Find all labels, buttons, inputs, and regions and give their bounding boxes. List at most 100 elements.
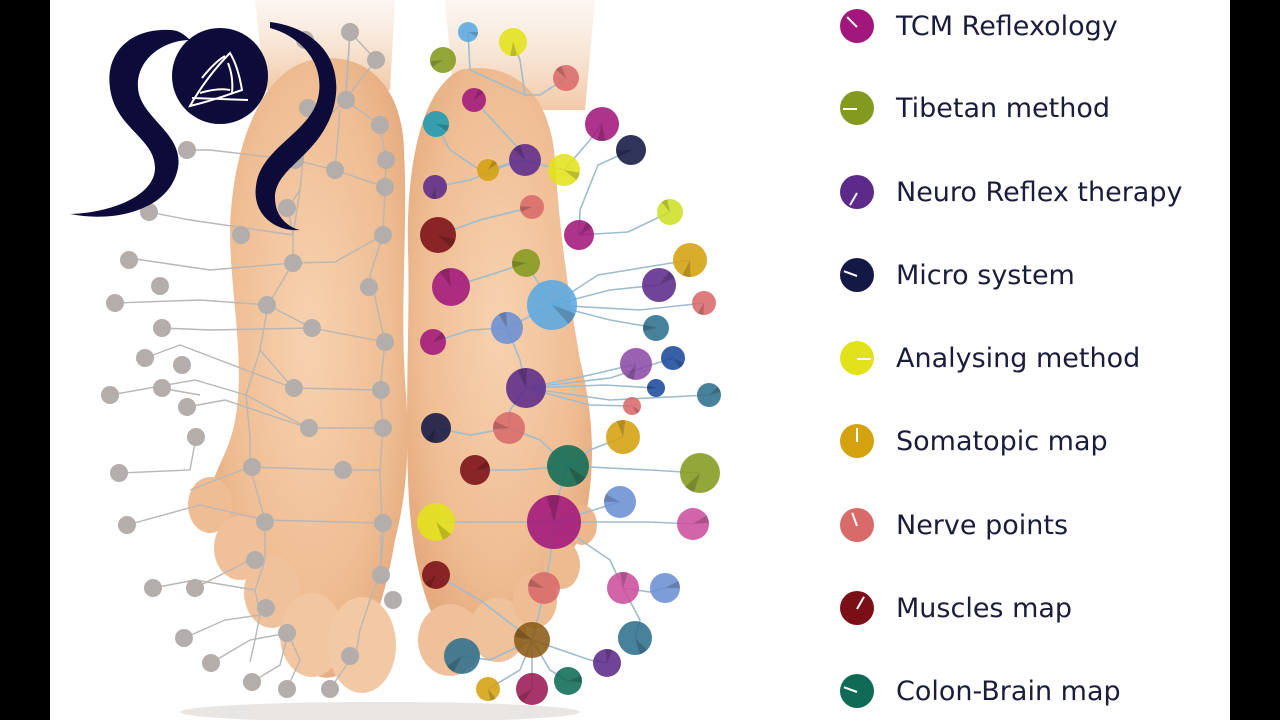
network-node-wedge [682, 260, 691, 278]
network-node-wedge [513, 144, 525, 160]
network-node-wedge [474, 88, 484, 100]
network-node-wedge [659, 271, 675, 285]
network-node [547, 445, 589, 487]
network-node [607, 572, 639, 604]
network-node [458, 22, 478, 42]
network-node-wedge [616, 150, 631, 158]
network-node-wedge [616, 420, 626, 437]
network-node [420, 217, 456, 253]
network-node [642, 268, 676, 302]
network-node-wedge [685, 473, 700, 492]
network-node-wedge [555, 66, 566, 78]
network-node-wedge [475, 460, 490, 470]
floor-shadow [180, 702, 580, 720]
network-node [509, 144, 541, 176]
network-node [423, 111, 449, 137]
left-network-nodes [101, 23, 402, 698]
network-node-wedge [447, 656, 462, 672]
network-node-wedge [425, 575, 436, 588]
network-node [528, 572, 560, 604]
network-node-wedge [604, 494, 620, 502]
network-node-wedge [626, 364, 636, 380]
network-node-wedge [514, 628, 532, 640]
network-node-wedge [597, 124, 606, 141]
network-node-wedge [552, 305, 576, 324]
network-node-wedge [665, 581, 681, 589]
network-node-wedge [517, 689, 532, 703]
network-node-wedge [433, 332, 446, 342]
network-node [527, 495, 581, 549]
network-node [417, 503, 455, 541]
network-node-wedge [673, 358, 684, 368]
network-node [553, 65, 579, 91]
network-node-wedge [436, 124, 449, 132]
network-node-wedge [436, 522, 451, 540]
network-node-wedge [661, 199, 670, 212]
network-node-wedge [512, 260, 526, 268]
network-node [527, 280, 577, 330]
network-node [548, 154, 580, 186]
network-node-wedge [568, 675, 582, 683]
network-node [506, 368, 546, 408]
network-node-wedge [564, 170, 580, 180]
network-node [554, 667, 582, 695]
network-node [618, 621, 652, 655]
network-node [616, 135, 646, 165]
network-node [444, 638, 480, 674]
network-node-wedge [488, 160, 498, 170]
network-node [673, 243, 707, 277]
network-node [564, 220, 594, 250]
network-node-wedge [426, 428, 436, 443]
network-node-wedge [646, 385, 656, 390]
network-node-wedge [546, 495, 560, 522]
foot-network-illustration [70, 0, 721, 720]
network-node [476, 677, 500, 701]
network-node-wedge [643, 324, 656, 332]
network-node-wedge [439, 268, 451, 287]
network-node [499, 28, 527, 56]
network-node-wedge [579, 222, 593, 235]
network-node [680, 453, 720, 493]
network-node [623, 397, 641, 415]
network-node [420, 329, 446, 355]
network-node [516, 673, 548, 705]
network-node [692, 291, 716, 315]
network-node [647, 379, 665, 397]
network-node-wedge [517, 367, 527, 388]
network-node-wedge [498, 312, 507, 328]
network-node [422, 561, 450, 589]
network-node-wedge [510, 42, 518, 56]
network-node [677, 508, 709, 540]
network-node-wedge [430, 187, 437, 200]
network-node [493, 412, 525, 444]
network-node [430, 47, 456, 73]
network-node [462, 88, 486, 112]
network-node-wedge [438, 235, 456, 248]
network-node-wedge [519, 206, 532, 212]
network-node [520, 195, 544, 219]
network-node [661, 346, 685, 370]
right-network-nodes [417, 22, 721, 705]
network-node [593, 649, 621, 677]
network-node [432, 268, 470, 306]
network-node [421, 413, 451, 443]
network-node-wedge [619, 572, 628, 588]
network-node [606, 420, 640, 454]
network-node [620, 348, 652, 380]
network-node-wedge [430, 60, 443, 68]
network-node-wedge [709, 386, 721, 395]
network-node-wedge [528, 578, 544, 588]
network-node-wedge [468, 32, 479, 37]
network-node [460, 455, 490, 485]
sri-logo-icon [70, 22, 337, 231]
network-node-wedge [488, 689, 496, 701]
network-node [697, 383, 721, 407]
network-node [423, 175, 447, 199]
network-node-wedge [492, 421, 509, 430]
network-node [643, 315, 669, 341]
network-node [585, 107, 619, 141]
network-node [657, 199, 683, 225]
network-node-wedge [632, 406, 640, 414]
network-node-wedge [697, 303, 704, 315]
